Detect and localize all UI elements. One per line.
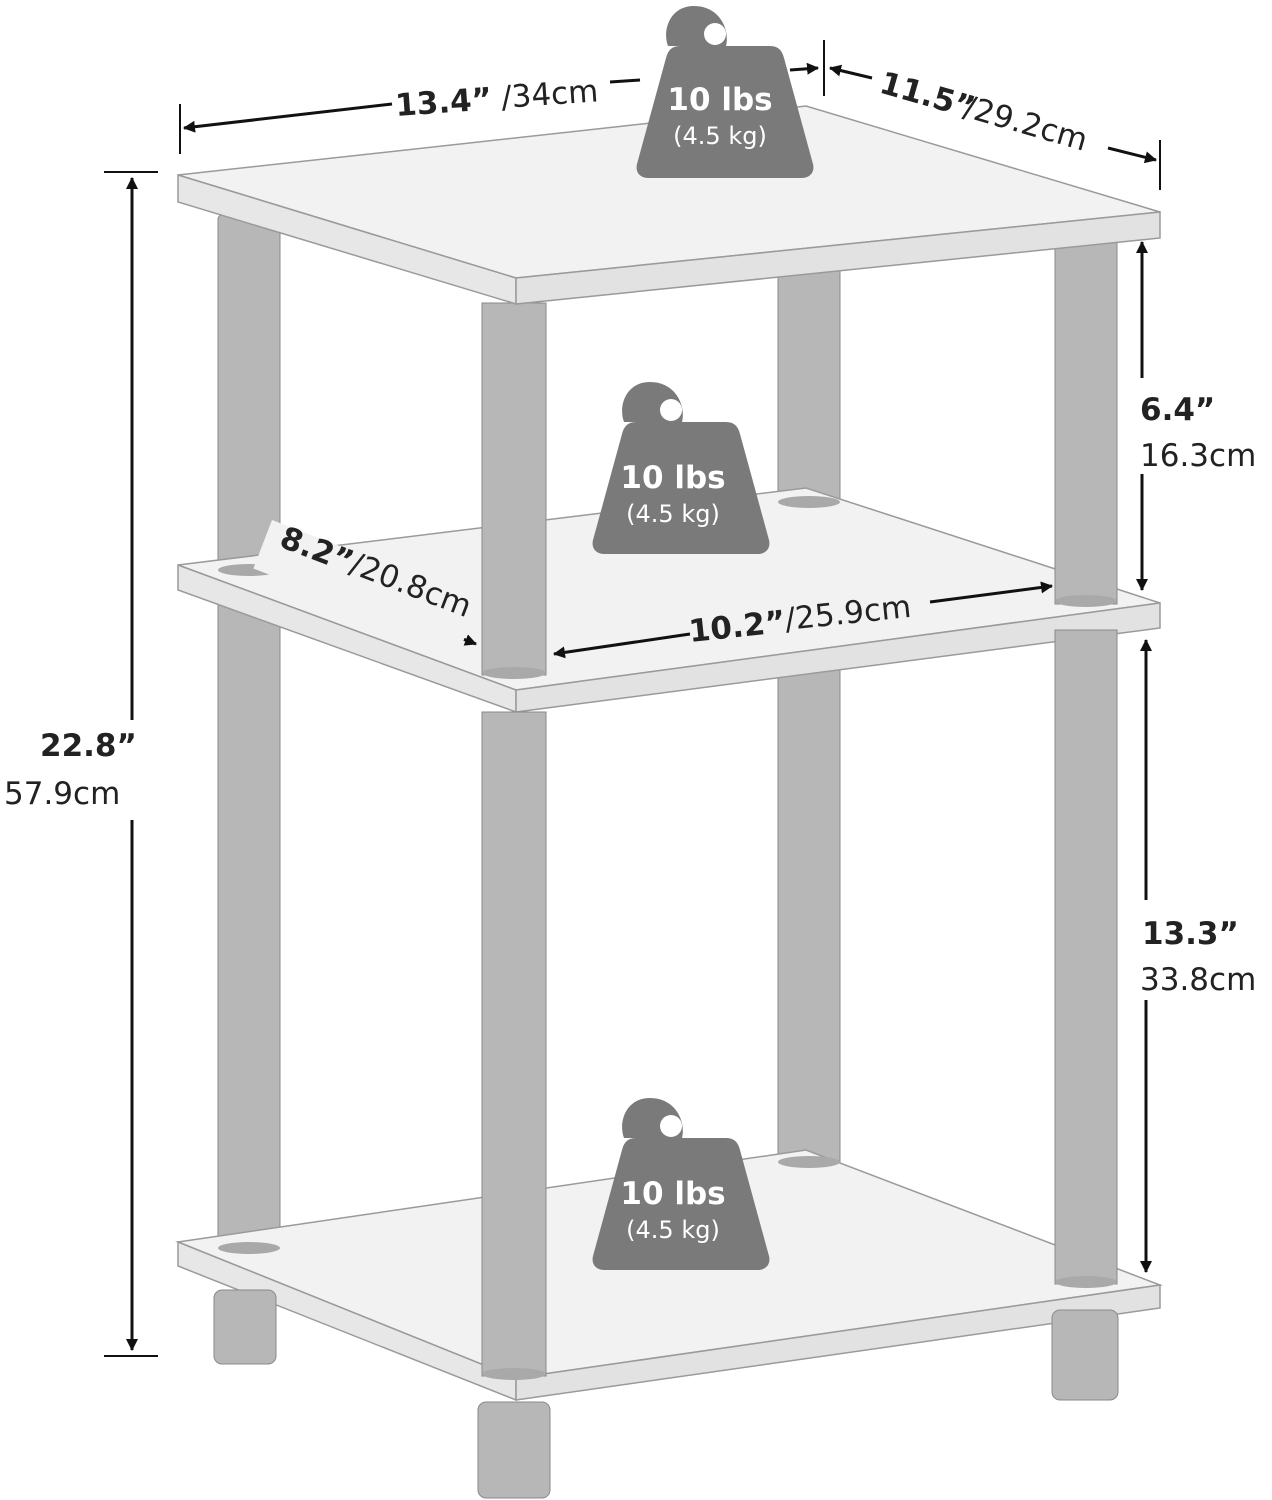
- width-cm: /34cm: [500, 73, 599, 116]
- dimension-height-total: 22.8” 57.9cm: [0, 171, 158, 1357]
- feet: [213, 1289, 1119, 1499]
- height-total-inch: 22.8”: [40, 728, 137, 764]
- right-post-upper: [1054, 239, 1118, 605]
- dimension-height-upper: 6.4” 16.3cm: [1136, 241, 1256, 591]
- weight-icon-bottom: 10 lbs (4.5 kg): [592, 1098, 770, 1270]
- weight-kg-middle: (4.5 kg): [626, 500, 720, 528]
- weight-lbs-top: 10 lbs: [667, 82, 772, 118]
- weight-lbs-middle: 10 lbs: [620, 460, 725, 496]
- front-posts: [218, 239, 1118, 1380]
- height-total-cm: 57.9cm: [4, 776, 120, 812]
- weight-icon-top: 10 lbs (4.5 kg): [636, 6, 814, 178]
- height-upper-cm: 16.3cm: [1140, 438, 1256, 474]
- height-lower-inch: 13.3”: [1142, 916, 1239, 952]
- dimension-inner-depth: 8.2” /20.8cm: [253, 520, 480, 649]
- width-inch: 13.4”: [394, 81, 493, 124]
- front-post-lower: [481, 711, 547, 1377]
- weight-lbs-bottom: 10 lbs: [620, 1176, 725, 1212]
- depth-cm: /29.2cm: [960, 89, 1092, 159]
- back-posts: [217, 214, 841, 1256]
- foot-right: [1051, 1309, 1119, 1401]
- front-post-upper: [481, 302, 547, 676]
- right-post-lower: [1054, 629, 1118, 1285]
- back-left-post: [217, 214, 281, 1256]
- height-lower-cm: 33.8cm: [1140, 962, 1256, 998]
- top-shelf: [177, 105, 1161, 306]
- foot-left: [213, 1289, 277, 1365]
- weight-kg-bottom: (4.5 kg): [626, 1216, 720, 1244]
- back-right-post-upper: [777, 264, 841, 506]
- weight-kg-top: (4.5 kg): [673, 122, 767, 150]
- weight-icon-middle: 10 lbs (4.5 kg): [592, 382, 770, 554]
- dimension-height-lower: 13.3” 33.8cm: [1140, 639, 1256, 1273]
- dimension-width: 13.4” /34cm: [179, 40, 825, 154]
- height-upper-inch: 6.4”: [1140, 392, 1215, 428]
- back-right-post-lower: [777, 669, 841, 1166]
- foot-front: [477, 1401, 551, 1499]
